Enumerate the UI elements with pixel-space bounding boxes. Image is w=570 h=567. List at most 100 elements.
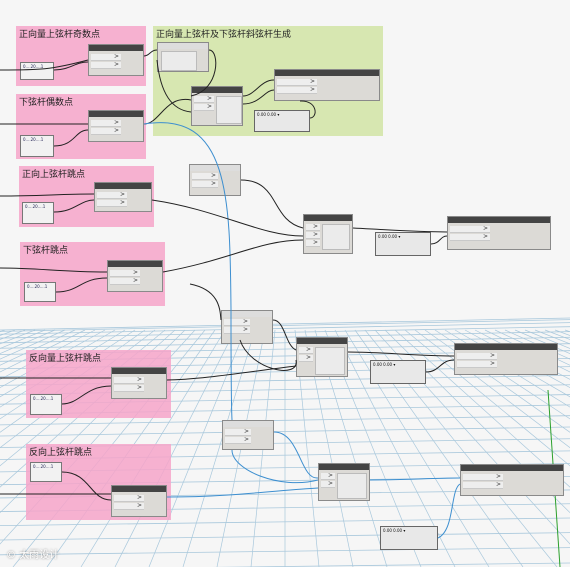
- node-port[interactable]: >: [114, 376, 144, 384]
- node-port[interactable]: >: [224, 326, 250, 334]
- node-port[interactable]: >: [110, 277, 140, 285]
- node-port[interactable]: >: [91, 119, 121, 127]
- watermark-logo: © 太雨设计: [6, 550, 60, 561]
- slider-value: 0....20....1: [33, 464, 54, 469]
- node-port[interactable]: >: [457, 360, 497, 368]
- list-create-node[interactable]: >>: [296, 337, 348, 377]
- list-combine-node[interactable]: >>: [274, 69, 380, 101]
- node-port[interactable]: >: [306, 231, 320, 239]
- node-preview: [322, 224, 350, 250]
- node-port[interactable]: >: [463, 481, 503, 489]
- node-header: [222, 311, 272, 317]
- node-port[interactable]: >: [114, 494, 144, 502]
- geometry-node[interactable]: >>: [460, 464, 564, 496]
- node-port[interactable]: >: [277, 86, 317, 94]
- node-port[interactable]: >: [192, 172, 218, 180]
- node-port[interactable]: >: [194, 103, 214, 111]
- node-port[interactable]: >: [110, 269, 140, 277]
- port-arrow-icon: >: [327, 472, 333, 479]
- port-arrow-icon: >: [242, 318, 248, 325]
- code-block-node[interactable]: >>: [221, 310, 273, 344]
- number-slider[interactable]: 0....20....1: [24, 282, 56, 302]
- list-node[interactable]: >>: [88, 110, 144, 142]
- node-header: [89, 111, 143, 117]
- list-node[interactable]: >>: [107, 260, 163, 292]
- node-port[interactable]: >: [463, 473, 503, 481]
- node-port[interactable]: >: [97, 191, 127, 199]
- slider-value: 0....20....1: [25, 204, 46, 209]
- node-port[interactable]: >: [225, 428, 251, 436]
- port-arrow-icon: >: [482, 225, 488, 232]
- node-port[interactable]: >: [91, 53, 121, 61]
- node-port[interactable]: >: [91, 61, 121, 69]
- node-header: [108, 261, 162, 267]
- node-header: [223, 421, 273, 427]
- list-create-node[interactable]: >>>: [303, 214, 353, 254]
- list-node[interactable]: >>: [111, 485, 167, 517]
- node-preview: [337, 473, 367, 499]
- code-block-node[interactable]: [157, 42, 209, 72]
- list-node[interactable]: >>: [111, 367, 167, 399]
- node-port[interactable]: >: [321, 472, 335, 480]
- code-block-node[interactable]: >>: [189, 164, 241, 196]
- code-block-node[interactable]: >>: [222, 420, 274, 450]
- node-port[interactable]: >: [114, 384, 144, 392]
- port-arrow-icon: >: [312, 223, 318, 230]
- number-slider[interactable]: 0....20....1: [20, 62, 54, 80]
- node-port[interactable]: >: [299, 346, 313, 354]
- slider-value: 0....20....1: [23, 64, 44, 69]
- curve-dropdown[interactable]: 0.00 0.00 ▾: [254, 110, 310, 132]
- node-input-list: [161, 51, 197, 71]
- port-arrow-icon: >: [136, 494, 142, 501]
- port-arrow-icon: >: [495, 473, 501, 480]
- node-port[interactable]: >: [306, 223, 320, 231]
- number-slider[interactable]: 0....20....1: [30, 462, 62, 482]
- node-port[interactable]: >: [114, 502, 144, 510]
- node-preview: [216, 96, 242, 124]
- list-create-node[interactable]: >>: [318, 463, 370, 501]
- port-arrow-icon: >: [210, 180, 216, 187]
- group-title: 正向量上弦杆及下弦杆斜弦杆生成: [156, 30, 292, 40]
- node-header: [158, 43, 208, 49]
- node-port[interactable]: >: [224, 318, 250, 326]
- node-port[interactable]: >: [457, 352, 497, 360]
- node-port[interactable]: >: [306, 239, 320, 247]
- node-port[interactable]: >: [194, 95, 214, 103]
- port-arrow-icon: >: [327, 480, 333, 487]
- port-arrow-icon: >: [309, 78, 315, 85]
- slider-value: 0....20....1: [33, 396, 54, 401]
- node-port[interactable]: >: [299, 354, 313, 362]
- port-arrow-icon: >: [305, 354, 311, 361]
- number-slider[interactable]: 0....20....1: [22, 202, 54, 224]
- port-arrow-icon: >: [113, 53, 119, 60]
- node-header: [112, 368, 166, 374]
- port-arrow-icon: >: [495, 481, 501, 488]
- port-arrow-icon: >: [206, 103, 212, 110]
- port-arrow-icon: >: [210, 172, 216, 179]
- dropdown-value: 0.00 0.00: [257, 112, 277, 117]
- list-node[interactable]: >>: [88, 44, 144, 76]
- port-arrow-icon: >: [119, 199, 125, 206]
- node-port[interactable]: >: [321, 480, 335, 488]
- node-port[interactable]: >: [192, 180, 218, 188]
- curve-dropdown[interactable]: 0.00 0.00 ▾: [380, 526, 438, 550]
- geometry-node[interactable]: >>: [447, 216, 551, 250]
- geometry-node[interactable]: >>: [454, 343, 558, 375]
- number-slider[interactable]: 0....20....1: [20, 135, 54, 157]
- node-port[interactable]: >: [91, 127, 121, 135]
- grid-line: [0, 329, 6, 333]
- number-slider[interactable]: 0....20....1: [30, 394, 62, 415]
- dropdown-value: 0.00 0.00: [373, 362, 393, 367]
- curve-dropdown[interactable]: 0.00 0.00 ▾: [375, 232, 431, 256]
- line-by-points-node[interactable]: >>: [191, 86, 243, 126]
- node-port[interactable]: >: [277, 78, 317, 86]
- node-port[interactable]: >: [225, 436, 251, 444]
- curve-dropdown[interactable]: 0.00 0.00 ▾: [370, 360, 426, 384]
- node-port[interactable]: >: [450, 225, 490, 233]
- node-port[interactable]: >: [450, 233, 490, 241]
- grid-line: [564, 329, 570, 333]
- node-port[interactable]: >: [97, 199, 127, 207]
- list-node[interactable]: >>: [94, 182, 152, 212]
- node-header: [461, 465, 563, 471]
- node-header: [448, 217, 550, 223]
